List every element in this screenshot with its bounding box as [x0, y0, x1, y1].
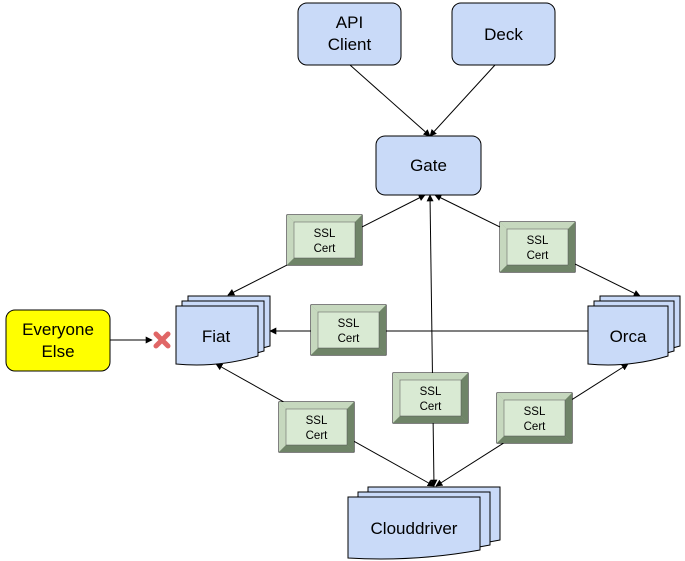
x-mark-icon — [153, 331, 171, 349]
node-api-client: API Client — [297, 2, 402, 66]
node-api-client-label-line2: Client — [328, 35, 372, 54]
ssl-cert-fiat-gate: SSL Cert — [286, 214, 363, 266]
node-orca-doc-front — [587, 305, 669, 366]
ssl-cert-gate-orca: SSL Cert — [499, 221, 576, 273]
edge-gate-clouddriver — [426, 194, 438, 487]
node-deck-box — [451, 2, 556, 66]
node-api-client-box — [297, 2, 402, 66]
ssl-cert-gate-clouddriver: SSL Cert — [392, 372, 469, 424]
edge-api-client-to-gate — [349, 64, 431, 137]
ssl-cert-fiat-orca: SSL Cert — [310, 304, 387, 356]
node-api-client-label-line1: API — [336, 13, 363, 32]
node-gate-box — [375, 135, 482, 196]
ssl-cert-label-line1: SSL — [314, 228, 336, 240]
node-everyone-else-label-line2: Else — [41, 342, 74, 361]
node-deck-label: Deck — [484, 25, 523, 44]
ssl-cert-label-line2: Cert — [420, 401, 443, 413]
ssl-cert-orca-clouddriver: SSL Cert — [496, 392, 573, 444]
ssl-cert-label-line2: Cert — [306, 430, 329, 442]
ssl-cert-label-line1: SSL — [306, 415, 328, 427]
ssl-cert-fiat-clouddriver: SSL Cert — [278, 401, 355, 453]
node-clouddriver: Clouddriver — [347, 486, 501, 560]
node-deck: Deck — [451, 2, 556, 66]
node-clouddriver-doc-front — [347, 496, 481, 560]
edge-deck-to-gate — [429, 64, 496, 137]
ssl-cert-label-line2: Cert — [527, 250, 550, 262]
node-everyone-else: Everyone Else — [5, 309, 111, 372]
ssl-cert-label-line1: SSL — [338, 318, 360, 330]
ssl-cert-label-line1: SSL — [527, 235, 549, 247]
node-everyone-else-label-line1: Everyone — [22, 320, 94, 339]
ssl-cert-label-line2: Cert — [338, 333, 361, 345]
node-fiat: Fiat — [175, 295, 271, 366]
node-gate: Gate — [375, 135, 482, 196]
node-fiat-doc-front — [175, 305, 259, 366]
ssl-cert-label-line1: SSL — [524, 406, 546, 418]
ssl-cert-label-line2: Cert — [524, 421, 547, 433]
node-orca-label: Orca — [610, 327, 647, 346]
ssl-cert-label-line2: Cert — [314, 243, 337, 255]
node-fiat-label: Fiat — [202, 327, 231, 346]
ssl-cert-label-line1: SSL — [420, 386, 442, 398]
node-everyone-else-box — [5, 309, 111, 372]
node-clouddriver-label: Clouddriver — [371, 519, 458, 538]
node-gate-label: Gate — [410, 156, 447, 175]
node-orca: Orca — [587, 295, 681, 366]
